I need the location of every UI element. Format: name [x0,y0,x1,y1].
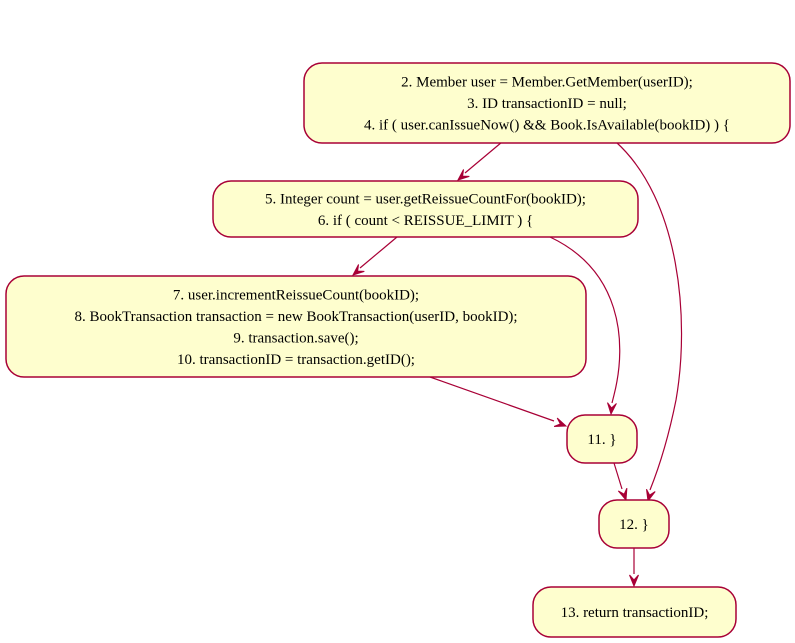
edge-line [464,141,503,174]
edge-line [549,236,621,404]
edge-line [429,376,555,422]
node-box [303,62,791,144]
arrowhead-icon [646,488,656,503]
arrowhead-icon [456,169,470,181]
node-text-line: 3. ID transactionID = null; [467,96,627,112]
node-box [566,414,638,464]
arrowhead-icon [351,264,365,276]
node-text-line: 11. } [587,432,616,448]
edge-n2-n4 [549,236,621,416]
node-box [532,586,737,638]
flow-node-n5: 12. } [598,499,670,549]
edges-layer [351,141,683,588]
arrowhead-icon [629,574,639,588]
edge-line [613,462,623,490]
arrowhead-icon [553,417,568,427]
node-text-line: 10. transactionID = transaction.getID(); [177,352,415,368]
flow-node-n3: 7. user.incrementReissueCount(bookID); 8.… [5,275,587,378]
node-text-line: 12. } [619,517,649,533]
edge-n4-n5 [613,462,628,502]
nodes-layer: 2. Member user = Member.GetMember(userID… [5,62,791,638]
flow-node-n1: 2. Member user = Member.GetMember(userID… [303,62,791,144]
arrowhead-icon [617,487,628,502]
edge-n2-n3 [351,236,398,276]
node-text-line: 5. Integer count = user.getReissueCountF… [265,191,586,207]
node-box [598,499,670,549]
arrowhead-icon [606,402,617,416]
edge-line [615,141,683,491]
node-text-line: 4. if ( user.canIssueNow() && Book.IsAva… [364,118,730,134]
node-text-line: 2. Member user = Member.GetMember(userID… [401,75,693,91]
node-text-line: 9. transaction.save(); [233,330,358,346]
node-box [212,180,639,238]
node-text-line: 6. if ( count < REISSUE_LIMIT ) { [318,213,533,229]
edge-n3-n4 [429,376,568,427]
node-text-line: 8. BookTransaction transaction = new Boo… [74,309,517,325]
node-text-line: 7. user.incrementReissueCount(bookID); [173,287,419,303]
flow-node-n2: 5. Integer count = user.getReissueCountF… [212,180,639,238]
node-text-line: 13. return transactionID; [561,605,709,621]
edge-line [359,236,398,269]
node-box [5,275,587,378]
edge-n5-n6 [629,548,639,588]
flow-node-n4: 11. } [566,414,638,464]
edge-n1-n2 [456,141,503,181]
edge-n1-n5 [615,141,683,503]
flow-node-n6: 13. return transactionID; [532,586,737,638]
